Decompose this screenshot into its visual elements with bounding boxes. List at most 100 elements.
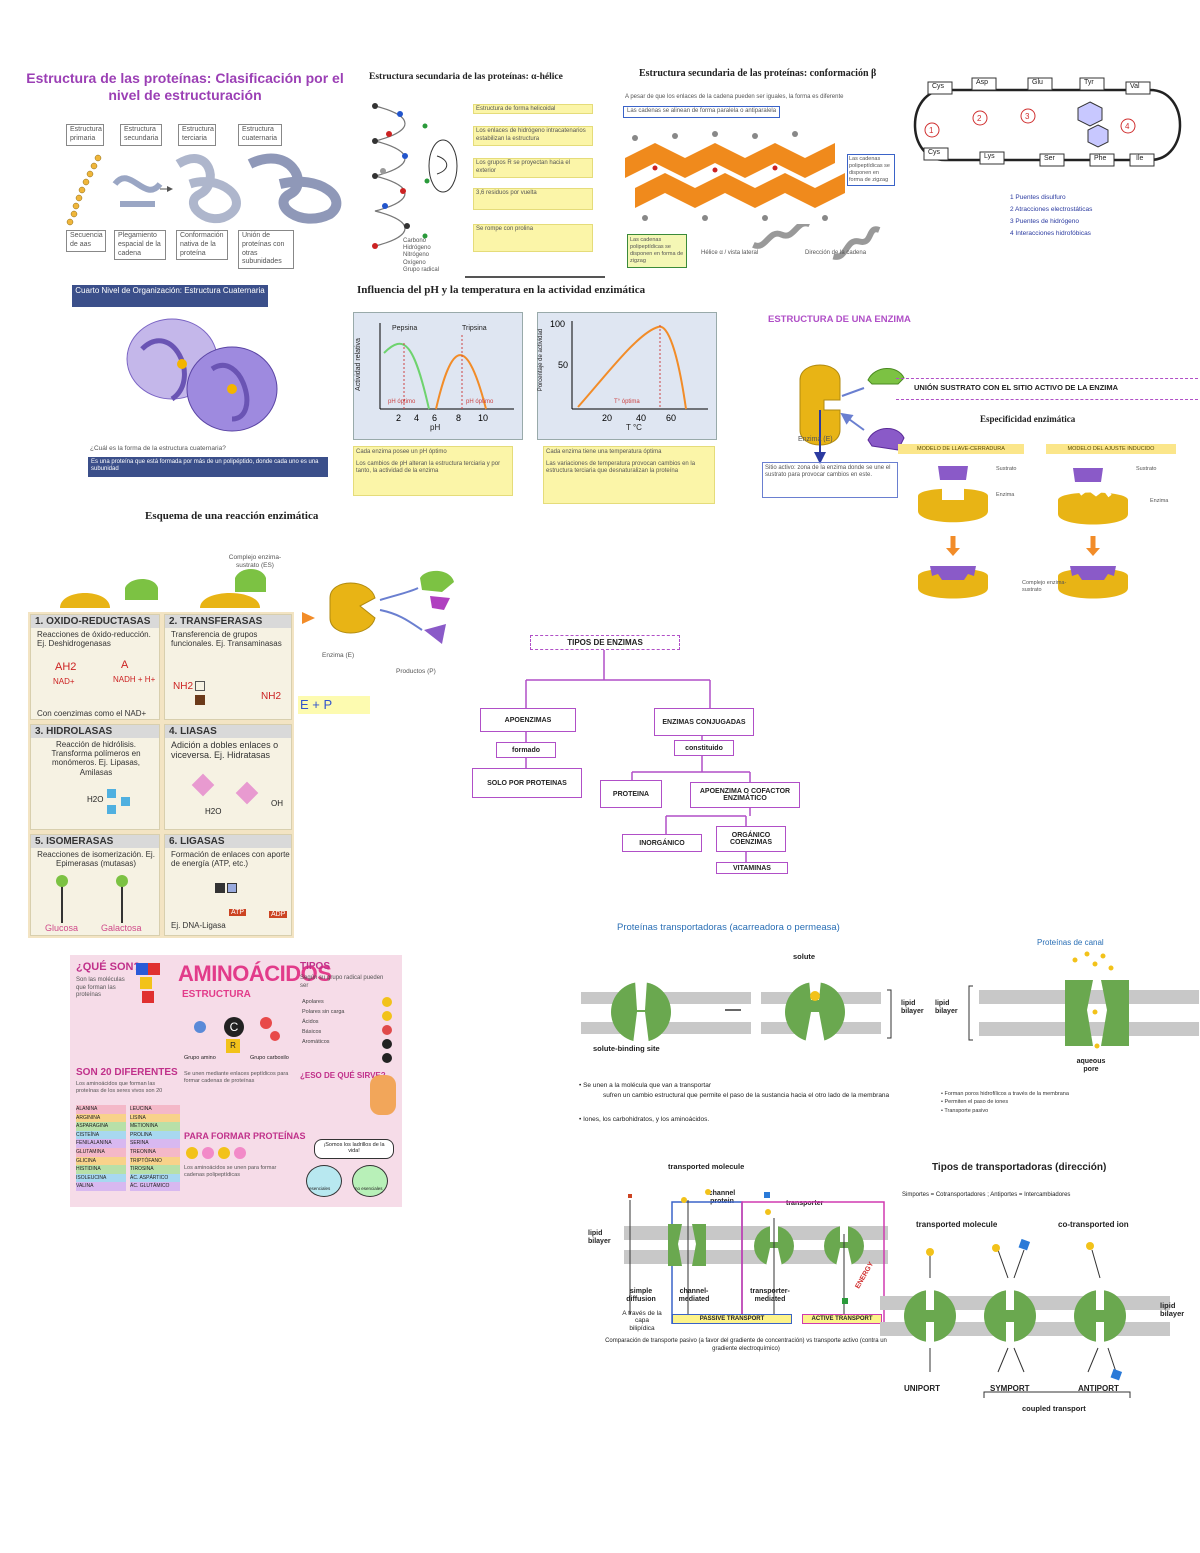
active-transport-bar: ACTIVE TRANSPORT bbox=[802, 1314, 882, 1324]
residue-ile: Ile bbox=[1136, 155, 1144, 162]
coupled-label: coupled transport bbox=[1022, 1404, 1086, 1413]
specificity-models-illustration bbox=[918, 466, 1128, 599]
emoji-red-icon bbox=[382, 1025, 392, 1035]
panel-title: Influencia del pH y la temperatura en la… bbox=[357, 284, 646, 296]
tipos-text: Según su grupo radical pueden ser bbox=[300, 975, 384, 989]
class-ligases: 6. LIGASAS Formación de enlaces con apor… bbox=[164, 834, 292, 936]
panel-title: Estructura secundaria de las proteínas: … bbox=[369, 72, 563, 82]
sirve-title: ¿ESO DE QUÉ SIRVE? bbox=[300, 1071, 386, 1080]
canal-title: Proteínas de canal bbox=[1037, 938, 1104, 947]
channel-protein-label: channel protein bbox=[708, 1190, 736, 1205]
svg-text:3: 3 bbox=[1025, 112, 1030, 121]
helix-note-3: Los grupos R se proyectan hacia el exter… bbox=[473, 158, 593, 178]
label-primary: Estructura primaria bbox=[66, 124, 104, 146]
products-label: Productos (P) bbox=[396, 668, 436, 675]
formar-title: PARA FORMAR PROTEÍNAS bbox=[184, 1131, 306, 1141]
residue-asp: Asp bbox=[976, 79, 989, 86]
node-organico: ORGÁNICO COENZIMAS bbox=[716, 826, 786, 852]
panel-title: Tipos de transportadoras (dirección) bbox=[932, 1162, 1107, 1173]
beta-cap2: Dirección de la cadena bbox=[805, 250, 867, 256]
beta-yellow-box: Las cadenas polipeptídicas se disponen e… bbox=[627, 234, 687, 268]
residue-phe: Phe bbox=[1094, 155, 1107, 162]
node-formado: formado bbox=[496, 742, 556, 758]
symport-label: SYMPORT bbox=[990, 1384, 1030, 1393]
antiport-label: ANTIPORT bbox=[1078, 1384, 1119, 1393]
ph-xlabel: pH bbox=[430, 423, 441, 432]
residue-ser: Ser bbox=[1044, 155, 1055, 162]
model-induced-fit: MODELO DEL AJUSTE INDUCIDO bbox=[1046, 444, 1176, 454]
lbl-enzima-2: Enzima bbox=[1150, 498, 1169, 504]
node-cofactor: APOENZIMA O COFACTOR ENZIMÁTICO bbox=[690, 782, 800, 808]
ph-ylabel: Actividad relativa bbox=[354, 338, 362, 391]
que-son-title: ¿QUÉ SON? bbox=[76, 961, 141, 973]
channel-bullets: • Forman poros hidrofílicos a través de … bbox=[941, 1091, 1069, 1114]
reaction-illustration bbox=[60, 569, 454, 644]
face-left-icon: esenciales bbox=[306, 1165, 342, 1197]
emoji-yellow-icon bbox=[382, 1011, 392, 1021]
que-son-text: Son las moléculas que forman las proteín… bbox=[76, 977, 125, 998]
residue-lys: Lys bbox=[984, 153, 995, 160]
svg-text:20: 20 bbox=[602, 413, 612, 423]
node-solo-proteinas: SOLO POR PROTEINAS bbox=[472, 768, 582, 798]
blocks-icon bbox=[136, 963, 162, 1005]
panel-title: Proteínas transportadoras (acarreadora o… bbox=[617, 922, 840, 933]
simple-diffusion-label: simple diffusion bbox=[626, 1288, 656, 1303]
solute-label: solute bbox=[793, 952, 816, 961]
panel-enzyme-classes: 1. OXIDO-REDUCTASAS Reacciones de óxido-… bbox=[28, 612, 294, 938]
svg-text:40: 40 bbox=[636, 413, 646, 423]
label-subunits: Unión de proteínas con otras subunidades bbox=[238, 230, 294, 269]
quaternary-protein-illustration bbox=[126, 318, 278, 432]
helix-note-4: 3,6 residuos por vuelta bbox=[473, 188, 593, 210]
panel-quaternary: Cuarto Nivel de Organización: Estructura… bbox=[72, 285, 328, 485]
panel-protein-structure: Estructura de las proteínas: Clasificaci… bbox=[10, 60, 350, 270]
quaternary-answer: Es una proteína que está formada por más… bbox=[88, 457, 328, 477]
simple-diffusion-desc: A través de la capa bilipídica bbox=[622, 1310, 662, 1332]
transport-comparison-diagram bbox=[624, 1189, 888, 1324]
tipos-title: TIPOS bbox=[300, 961, 331, 972]
label-sequence: Secuencia de aas bbox=[66, 230, 106, 252]
ph-label-pepsina: Pepsina bbox=[392, 325, 418, 332]
panel-title: Estructura secundaria de las proteínas: … bbox=[639, 68, 877, 79]
svg-text:1: 1 bbox=[929, 126, 934, 135]
node-vitaminas: VITAMINAS bbox=[716, 862, 788, 874]
panel-title: ESTRUCTURA DE UNA ENZIMA bbox=[768, 314, 911, 325]
label-tertiary: Estructura terciaria bbox=[178, 124, 216, 146]
svg-text:50: 50 bbox=[558, 360, 568, 370]
comparison-caption: Comparación de transporte pasivo (a favo… bbox=[605, 1338, 887, 1352]
svg-text:8: 8 bbox=[456, 413, 461, 423]
enzyme-label: Enzima (E) bbox=[322, 652, 355, 659]
residue-cys2: Cys bbox=[928, 149, 941, 156]
residue-tyr: Tyr bbox=[1084, 79, 1094, 86]
ph-opt-2: pH óptimo bbox=[466, 399, 494, 405]
panel-subtitle: Simportes = Cotransportadores ; Antiport… bbox=[902, 1192, 1071, 1198]
emoji-yellow-icon bbox=[382, 997, 392, 1007]
svg-text:6: 6 bbox=[432, 413, 437, 423]
binding-site-label: solute-binding site bbox=[593, 1044, 660, 1053]
label-secondary: Estructura secundaria bbox=[120, 124, 162, 146]
panel-title: Cuarto Nivel de Organización: Estructura… bbox=[72, 285, 268, 307]
svg-text:2: 2 bbox=[396, 413, 401, 423]
temp-opt: T° óptima bbox=[614, 399, 640, 405]
svg-text:10: 10 bbox=[478, 413, 488, 423]
substrate-band: UNIÓN SUSTRATO CON EL SITIO ACTIVO DE LA… bbox=[896, 378, 1198, 400]
beta-sheet-diagram bbox=[625, 131, 845, 221]
svg-text:100: 100 bbox=[550, 319, 565, 329]
panel-beta-sheet: Estructura secundaria de las proteínas: … bbox=[615, 66, 895, 278]
carrier-diagram bbox=[581, 951, 1199, 1049]
temp-note: Cada enzima tiene una temperatura óptima… bbox=[543, 446, 715, 504]
panel-enzyme-types-tree: TIPOS DE ENZIMAS APOENZIMAS formado SOLO… bbox=[470, 630, 810, 875]
transporter-mediated-label: transporter-mediated bbox=[750, 1288, 790, 1303]
ph-chart-svg: 2 4 6 8 10 bbox=[379, 323, 514, 423]
face-right-icon: no esenciales bbox=[352, 1165, 388, 1197]
complex-label: Complejo enzima-sustrato (ES) bbox=[228, 554, 282, 570]
veinte-title: SON 20 DIFERENTES bbox=[76, 1067, 178, 1078]
transporter-label: transporter bbox=[786, 1200, 824, 1207]
temp-xlabel: T °C bbox=[626, 423, 642, 432]
ph-note: Cada enzima posee un pH óptimo Los cambi… bbox=[353, 446, 513, 496]
formar-text: Los aminoácidos se unen para formar cade… bbox=[184, 1165, 277, 1178]
svg-text:4: 4 bbox=[414, 413, 419, 423]
